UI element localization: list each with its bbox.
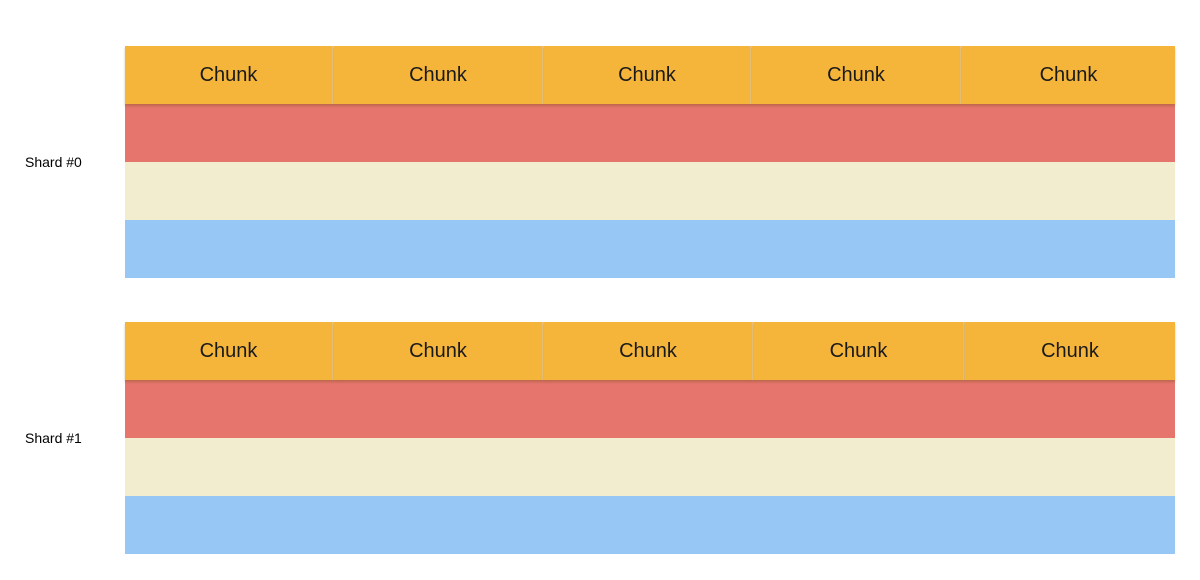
chunk-0-0: Chunk (125, 46, 334, 104)
chunk-0-4: Chunk (962, 46, 1175, 104)
chunk-1-1: Chunk (334, 322, 544, 380)
chunk-0-3: Chunk (752, 46, 962, 104)
chunk-1-3: Chunk (754, 322, 965, 380)
chunk-1-2: Chunk (544, 322, 754, 380)
stripe-blue-0 (125, 220, 1175, 278)
chunk-0-1: Chunk (334, 46, 544, 104)
stripe-red-0 (125, 104, 1175, 162)
shard-0: Chunk Chunk Chunk Chunk Chunk (125, 46, 1175, 278)
stripe-cream-1 (125, 438, 1175, 496)
chunk-row-1: Chunk Chunk Chunk Chunk Chunk (125, 322, 1175, 380)
stripe-cream-0 (125, 162, 1175, 220)
shard-label-0: Shard #0 (25, 154, 82, 170)
chunk-0-2: Chunk (544, 46, 752, 104)
stripe-blue-1 (125, 496, 1175, 554)
chunk-1-0: Chunk (125, 322, 334, 380)
chunk-1-4: Chunk (965, 322, 1175, 380)
chunk-row-0: Chunk Chunk Chunk Chunk Chunk (125, 46, 1175, 104)
shard-1: Chunk Chunk Chunk Chunk Chunk (125, 322, 1175, 554)
shard-label-1: Shard #1 (25, 430, 82, 446)
stripe-red-1 (125, 380, 1175, 438)
